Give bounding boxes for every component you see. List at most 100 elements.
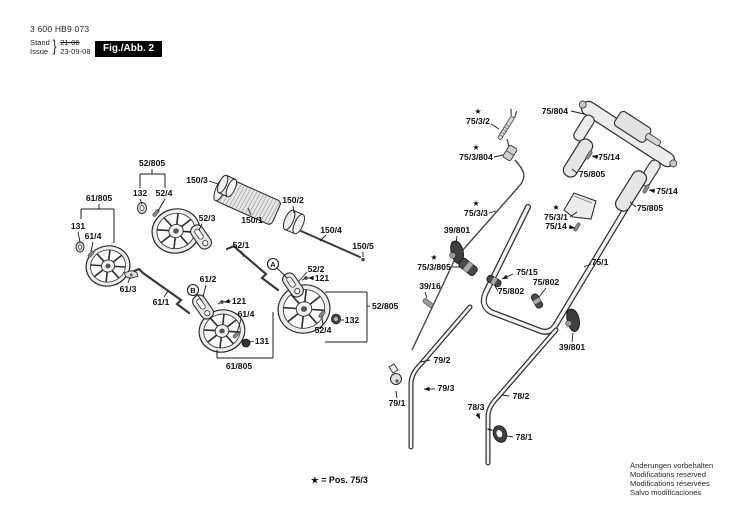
revision-block: Stand Issue } 21-06 23-09-08 xyxy=(30,38,91,56)
part-label-150-2: 150/2 xyxy=(282,195,304,205)
group-brackets xyxy=(80,169,368,359)
handlebar-stub-left xyxy=(573,114,595,142)
part-label-52-805: 52/805 xyxy=(372,301,399,311)
pin-75-14-a xyxy=(585,150,593,160)
part-label-75-802: 75/802 xyxy=(533,277,560,287)
part-label-131: 131 xyxy=(255,336,270,346)
link-bracket-52-3 xyxy=(190,224,212,250)
part-label-75-14: 75/14 xyxy=(545,221,567,231)
star-marker: ★ xyxy=(430,253,437,262)
grip-75-805-left xyxy=(562,138,594,178)
wheel-52-805-right xyxy=(277,284,331,334)
callout-A: A xyxy=(266,257,288,279)
link-bracket-61-2 xyxy=(192,294,214,320)
star-legend-text: = Pos. 75/3 xyxy=(321,475,368,485)
brace-glyph: } xyxy=(52,38,57,55)
ferrule-75-802-left xyxy=(486,274,502,288)
screw-150-5 xyxy=(361,257,365,262)
stand-value: 21-06 xyxy=(60,38,80,47)
document-number: 3 600 HB9 073 xyxy=(30,24,90,34)
pin-75-14-c xyxy=(573,222,581,232)
part-label-61-805: 61/805 xyxy=(86,193,113,203)
part-label-52-2: 52/2 xyxy=(308,264,325,274)
cable-connector-75-3-805 xyxy=(458,258,478,276)
end-cap-150-2 xyxy=(282,209,306,235)
part-label-78-1: 78/1 xyxy=(516,432,533,442)
pin-39-16 xyxy=(422,298,434,308)
bowden-cable-75-3-3 xyxy=(411,159,525,351)
wheel-61-805-bottom xyxy=(198,309,246,353)
part-label-52-3: 52/3 xyxy=(199,213,216,223)
cap-nut-131-b xyxy=(241,338,251,348)
part-label-61-3: 61/3 xyxy=(120,284,137,294)
part-label-79-1: 79/1 xyxy=(389,398,406,408)
star-legend: ★ = Pos. 75/3 xyxy=(311,475,368,486)
part-label-132: 132 xyxy=(133,188,148,198)
modification-notes: Änderungen vorbehalten Modifications res… xyxy=(630,461,713,497)
part-label-39-801: 39/801 xyxy=(559,342,586,352)
issue-label: Issue xyxy=(30,47,49,56)
cable-screw-75-3-2 xyxy=(497,108,518,140)
adjuster-nut-75-3-804 xyxy=(502,144,518,162)
figure-badge: Fig./Abb. 2 xyxy=(95,41,163,57)
star-marker: ★ xyxy=(552,203,559,212)
star-marker: ★ xyxy=(472,143,479,152)
part-label-75-805: 75/805 xyxy=(579,169,606,179)
part-label-52-4: 52/4 xyxy=(315,325,332,335)
note-line: Modifications reserved xyxy=(630,470,706,479)
callout-B: B xyxy=(186,283,203,302)
part-label-150-3: 150/3 xyxy=(186,175,208,185)
part-label-39-801: 39/801 xyxy=(444,225,471,235)
leader-lines xyxy=(77,110,656,438)
axle-rod-61-1 xyxy=(130,267,191,315)
part-label-52-1: 52/1 xyxy=(233,240,250,250)
boot-75-3-1 xyxy=(563,192,597,220)
part-label-150-1: 150/1 xyxy=(241,215,263,225)
ferrule-75-802-right xyxy=(530,293,544,309)
part-label-75-3-2: 75/3/2 xyxy=(466,116,490,126)
star-marker: ★ xyxy=(474,107,481,116)
svg-text:B: B xyxy=(190,286,196,295)
cable-clip-79-1 xyxy=(389,372,403,386)
part-label-79-3: 79/3 xyxy=(438,383,455,393)
wheel-61-805-left xyxy=(85,245,131,287)
part-label-150-4: 150/4 xyxy=(320,225,342,235)
issue-value: 23-09-08 xyxy=(60,47,91,56)
part-label-61-805: 61/805 xyxy=(226,361,253,371)
part-label-75-3-1: 75/3/1 xyxy=(544,212,568,222)
part-label-61-4: 61/4 xyxy=(85,231,102,241)
screw-52-4-b xyxy=(318,310,326,318)
part-label-61-2: 61/2 xyxy=(200,274,217,284)
part-label-78-3: 78/3 xyxy=(468,402,485,412)
link-bracket-52-2 xyxy=(282,272,304,298)
screw-61-4-a xyxy=(87,250,95,258)
part-label-150-5: 150/5 xyxy=(352,241,374,251)
part-label-61-1: 61/1 xyxy=(153,297,170,307)
part-label-132: 132 xyxy=(345,315,360,325)
cable-clip-78-1 xyxy=(487,425,508,443)
handlebar-75-804 xyxy=(578,100,678,168)
part-label-75-3-3: 75/3/3 xyxy=(464,208,488,218)
part-label-75-14: 75/14 xyxy=(656,186,678,196)
part-label-75-3-804: 75/3/804 xyxy=(459,152,493,162)
svg-text:A: A xyxy=(270,260,276,269)
part-label-75-804: 75/804 xyxy=(542,106,569,116)
star-marker: ★ xyxy=(472,199,479,208)
axle-rod-150-4 xyxy=(300,230,361,258)
note-line: Änderungen vorbehalten xyxy=(630,461,714,470)
part-label-75-14: 75/14 xyxy=(598,152,620,162)
star-icon: ★ xyxy=(311,475,319,485)
part-label-52-805: 52/805 xyxy=(139,158,166,168)
grip-75-805-right xyxy=(614,170,648,212)
note-line: Modifications réservées xyxy=(630,479,710,488)
part-label-52-4: 52/4 xyxy=(156,188,173,198)
cam-clamp-39-801-b xyxy=(565,308,580,332)
part-label-75-805: 75/805 xyxy=(637,203,664,213)
part-label-75-1: 75/1 xyxy=(592,257,609,267)
wheel-52-805-top xyxy=(151,208,201,254)
part-label-75-3-805: 75/3/805 xyxy=(417,262,451,272)
cable-tube-79-2 xyxy=(408,304,473,450)
part-label-79-2: 79/2 xyxy=(434,355,451,365)
